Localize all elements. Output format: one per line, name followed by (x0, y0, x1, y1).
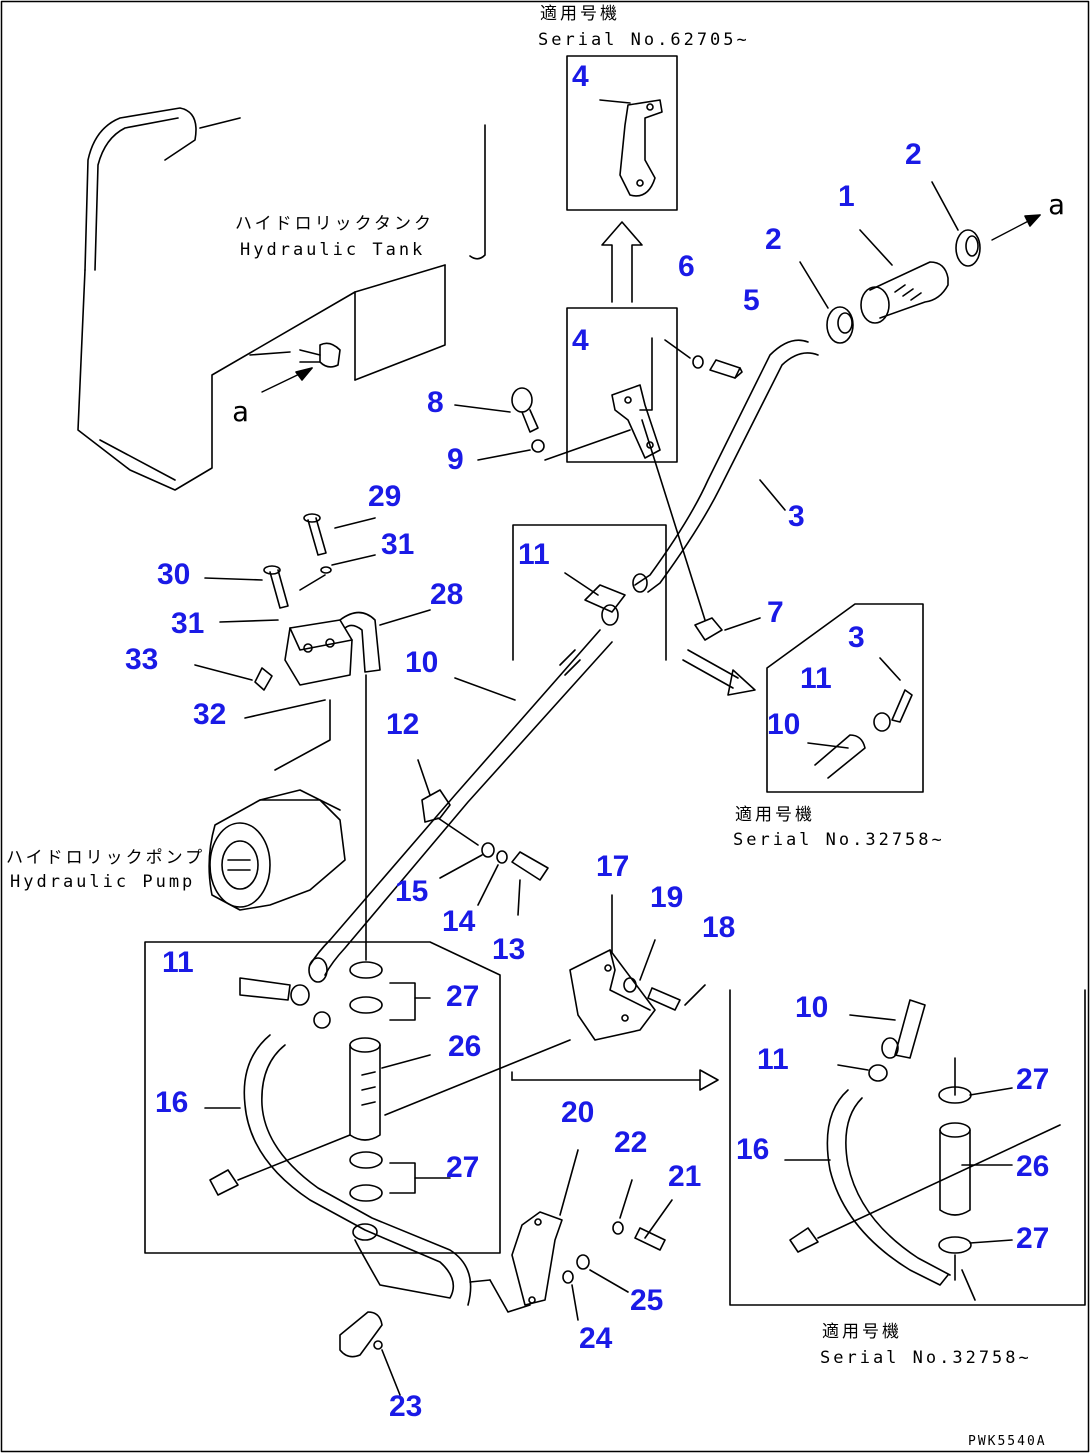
part-label: 31 (381, 528, 415, 561)
clamps-27-upper (349, 961, 431, 1021)
part-label: 8 (427, 386, 444, 419)
part-label: 27 (1016, 1063, 1050, 1096)
part-label: 6 (678, 250, 695, 283)
ref-a-pipe: a (1048, 188, 1065, 221)
part-label: 10 (767, 708, 801, 741)
bolt-5 (709, 359, 743, 379)
hydraulic-tank-outline (77, 107, 486, 491)
hydraulic-tank-jp: ハイドロリックタンク (235, 214, 434, 234)
hydraulic-pump-jp: ハイドロリックポンプ (6, 848, 206, 868)
washer-6 (692, 355, 704, 369)
part-label: 27 (446, 980, 480, 1013)
part-label: 10 (795, 991, 829, 1024)
part-label: 32 (193, 698, 227, 731)
part-label: 2 (765, 223, 782, 256)
part-label: 31 (171, 607, 205, 640)
fitting-23 (339, 1311, 401, 1396)
bracket-4-alt (599, 99, 663, 197)
hydraulic-tank-en: Hydraulic Tank (240, 240, 426, 260)
part-label: 14 (442, 905, 476, 938)
pipe-10 (308, 629, 613, 983)
serial-top-en: Serial No.62705~ (538, 30, 750, 50)
part-label: 30 (157, 558, 191, 591)
serial-mid-en: Serial No.32758~ (733, 830, 945, 850)
clamp-11-top (564, 572, 648, 626)
clamp-12 (417, 759, 549, 916)
bracket-box (566, 307, 678, 463)
part-label: 11 (800, 662, 832, 695)
part-label: 4 (572, 60, 589, 93)
part-label: 9 (447, 443, 464, 476)
arrow-right (511, 1069, 719, 1091)
detail-box-left (144, 941, 501, 1254)
bolt-8 (511, 387, 539, 433)
bracket-line (512, 524, 667, 661)
part-label: 3 (788, 500, 805, 533)
part-label: 33 (125, 643, 159, 676)
part-label: 19 (650, 881, 684, 914)
arrow-diag (682, 649, 756, 696)
part-label: 11 (757, 1043, 789, 1076)
ref-a-tank: a (232, 395, 249, 428)
washer-9 (531, 439, 545, 453)
part-label: 17 (596, 850, 630, 883)
part-label: 16 (736, 1133, 770, 1166)
part-label: 24 (579, 1322, 613, 1355)
hose-16 (204, 1034, 472, 1306)
detail-right-parts (784, 999, 1061, 1301)
bracket-4 (544, 337, 661, 461)
part-label: 27 (1016, 1222, 1050, 1255)
hydraulic-pump (208, 699, 346, 911)
hose-3 (634, 339, 819, 593)
part-label: 22 (614, 1126, 648, 1159)
serial-bot-en: Serial No.32758~ (820, 1348, 1032, 1368)
serial-box-top (566, 55, 678, 211)
part-label: 25 (630, 1284, 664, 1317)
serial-top-jp: 適用号機 (540, 4, 620, 24)
clamp-2-right (931, 181, 981, 267)
part-label: 3 (848, 621, 865, 654)
arrow-up (601, 221, 643, 303)
part-label: 7 (767, 596, 784, 629)
part-label: 11 (518, 538, 550, 571)
detail-box-mid (766, 603, 924, 793)
part-label: 20 (561, 1096, 595, 1129)
part-label: 29 (368, 480, 402, 513)
serial-bot-jp: 適用号機 (822, 1322, 902, 1342)
part-label: 26 (1016, 1150, 1050, 1183)
part-label: 16 (155, 1086, 189, 1119)
clamp-2-left (826, 306, 854, 344)
hydraulic-pump-en: Hydraulic Pump (10, 872, 196, 892)
part-label: 5 (743, 284, 760, 317)
part-label: 12 (386, 708, 420, 741)
detail-box-right (729, 989, 1086, 1306)
part-label: 27 (446, 1151, 480, 1184)
part-label: 23 (389, 1390, 423, 1423)
clamps-27-lower (349, 1151, 451, 1202)
serial-mid-jp: 適用号機 (735, 805, 815, 825)
part-label: 21 (668, 1160, 702, 1193)
part-label: 15 (395, 875, 429, 908)
clamp-11-left (239, 977, 331, 1029)
clip-7 (641, 419, 761, 641)
drawing-code: PWK5540A (968, 1434, 1047, 1449)
part-label: 11 (162, 946, 194, 979)
part-label: 10 (405, 646, 439, 679)
part-label: 4 (572, 324, 589, 357)
part-label: 26 (448, 1030, 482, 1063)
part-label: 1 (838, 180, 855, 213)
part-label: 2 (905, 138, 922, 171)
part-label: 28 (430, 578, 464, 611)
bracket-17 (569, 894, 706, 1041)
part-label: 13 (492, 933, 526, 966)
filter-block (194, 513, 431, 961)
bracket-20 (469, 1149, 673, 1321)
pipe-1 (859, 229, 949, 324)
detail-mid-parts (807, 657, 913, 779)
part-label: 18 (702, 911, 736, 944)
